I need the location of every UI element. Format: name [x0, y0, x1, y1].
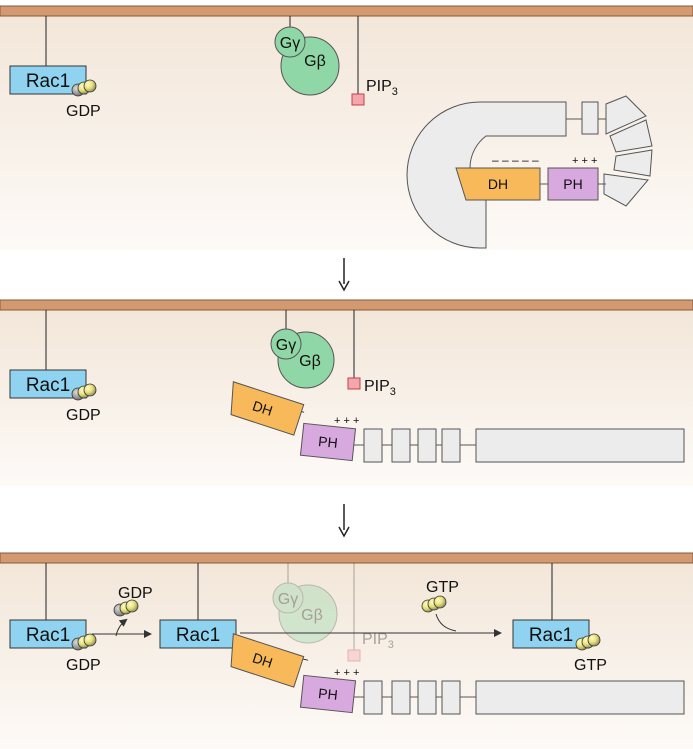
cytoplasm-background [0, 12, 693, 250]
rac1-label: Rac1 [26, 625, 70, 646]
gtp-label: GTP [574, 657, 607, 674]
pip3-lipid: PIP3 [351, 16, 398, 106]
folded-gef-protein: DH PH – – – – – + + + [406, 95, 653, 249]
gtp-binding-arrow [435, 613, 457, 632]
pip3-label: PIP3 [364, 378, 396, 398]
step-arrow-2 [338, 504, 350, 538]
autoinhibitory-domain [475, 428, 685, 463]
ph-domain: PH [299, 422, 357, 462]
svg-text:PH: PH [317, 685, 338, 703]
rac1-gdp-protein: Rac1 [9, 563, 87, 649]
pip3-lipid: PIP3 [347, 310, 396, 398]
rac1-label: Rac1 [176, 625, 220, 646]
panel-rac1-activated: Rac1 GDP GDP Rac1 Gγ Gβ [0, 552, 693, 749]
active-gef-protein: – – – – – + + + DH PH [230, 633, 685, 715]
gdp-nucleotide-icon [71, 383, 97, 401]
ph-domain: PH [299, 674, 357, 714]
g-gamma-label: Gγ [276, 337, 296, 354]
autoinhibitory-arc [406, 101, 567, 249]
gdp-nucleotide-icon [71, 79, 97, 97]
rac1-label: Rac1 [26, 71, 70, 92]
rac1-protein: Rac1 [9, 16, 87, 95]
svg-text:DH: DH [251, 397, 275, 418]
g-beta-label: Gβ [304, 53, 326, 70]
g-beta-label: Gβ [301, 607, 323, 624]
svg-text:DH: DH [251, 649, 275, 670]
ph-domain: PH [547, 167, 599, 201]
rac1-protein: Rac1 [9, 310, 87, 399]
gdp-label: GDP [66, 657, 101, 674]
pip3-label: PIP3 [366, 78, 398, 98]
gdp-label: GDP [66, 103, 101, 120]
plasma-membrane [0, 552, 693, 564]
positive-charges: + + + [334, 415, 359, 427]
rac1-gef-bound-protein: Rac1 [159, 563, 237, 649]
positive-charges: + + + [572, 155, 597, 167]
g-beta-label: Gβ [299, 353, 321, 370]
negative-charges: – – – – – [492, 153, 539, 167]
positive-charges: + + + [334, 667, 359, 679]
autoinhibitory-domain [475, 680, 685, 715]
dh-domain: DH [230, 381, 305, 436]
g-gamma-label: Gγ [280, 35, 300, 52]
gdp-nucleotide-icon [71, 633, 97, 651]
g-beta-gamma-faded: Gγ Gβ [272, 563, 338, 644]
open-gef-protein: – – – – – + + + DH PH [230, 381, 685, 463]
svg-text:DH: DH [488, 176, 508, 192]
cytoplasm-background [0, 560, 693, 749]
svg-text:PH: PH [317, 433, 338, 451]
dh-domain: DH [230, 633, 305, 688]
panel-inactive-folded: Rac1 GDP Gγ Gβ PIP3 [0, 5, 693, 250]
gtp-nucleotide-icon [575, 633, 601, 651]
g-beta-gamma: Gγ Gβ [274, 16, 340, 96]
plasma-membrane [0, 5, 693, 17]
released-gdp-icon [113, 599, 139, 617]
rac1-label: Rac1 [26, 375, 70, 396]
incoming-gtp-label: GTP [426, 579, 459, 596]
pip3-lipid-faded: PIP3 [347, 563, 394, 662]
step-arrow-1 [338, 258, 350, 292]
pip3-label: PIP3 [362, 631, 394, 651]
released-gdp-label: GDP [118, 585, 153, 602]
incoming-gtp-icon [421, 595, 447, 613]
panel-membrane-recruited: Rac1 GDP Gγ Gβ PIP3 – – – – – + + + DH [0, 299, 693, 486]
g-gamma-label: Gγ [278, 591, 298, 608]
g-beta-gamma: Gγ Gβ [270, 310, 335, 389]
svg-text:PH: PH [563, 176, 582, 192]
gdp-label: GDP [66, 407, 101, 424]
dh-domain: DH [455, 167, 541, 201]
plasma-membrane [0, 299, 693, 311]
rac1-label: Rac1 [529, 625, 573, 646]
